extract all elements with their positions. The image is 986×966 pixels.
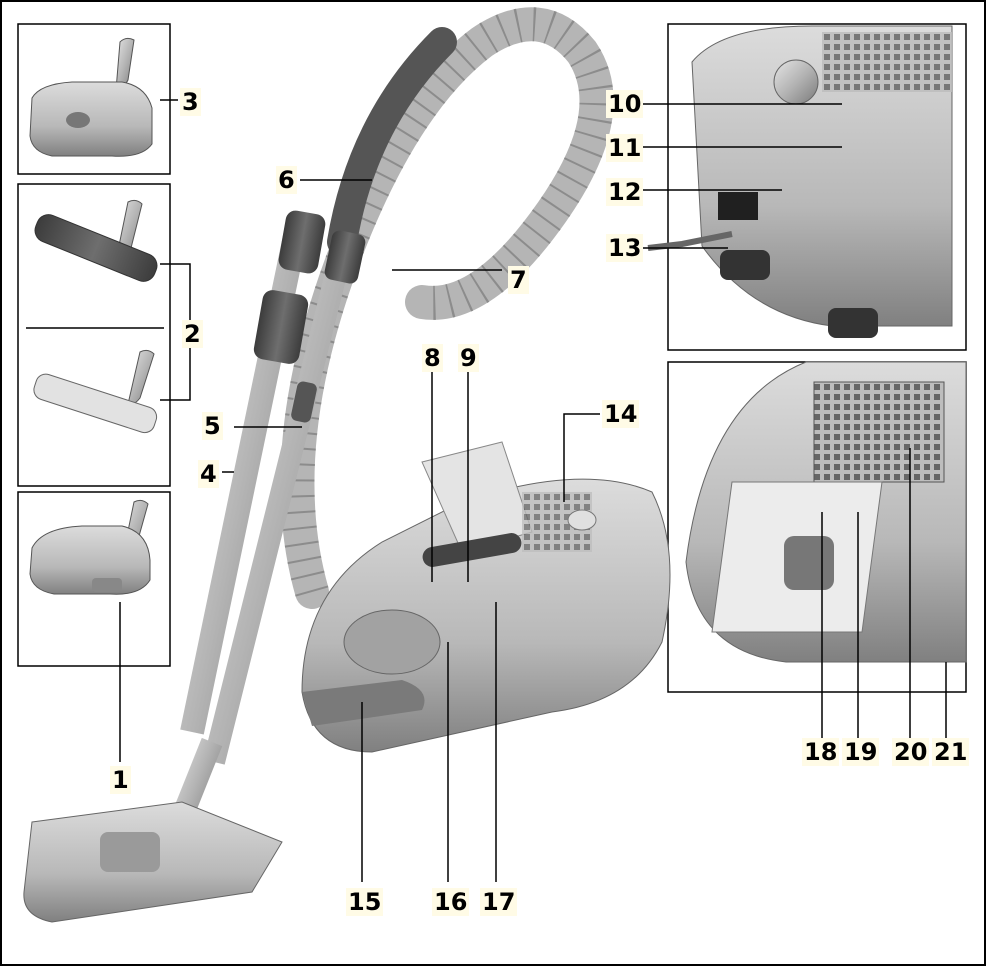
main-vacuum-illustration [23,7,671,923]
inset-box-controls-detail [647,23,967,351]
callout-7: 7 [508,266,529,294]
inset-box-floor-nozzles [17,183,171,487]
callout-3: 3 [180,88,201,116]
callout-13: 13 [606,234,644,262]
callout-10: 10 [606,90,644,118]
callout-6: 6 [276,166,297,194]
callout-15: 15 [346,888,384,916]
callout-17: 17 [480,888,518,916]
callout-4: 4 [198,460,219,488]
inset-box-combination-nozzle [17,491,171,667]
callout-8: 8 [422,344,443,372]
callout-2: 2 [182,320,203,348]
callout-11: 11 [606,134,644,162]
callout-1: 1 [110,766,131,794]
callout-19: 19 [842,738,880,766]
leader-lines [119,99,947,882]
callout-18: 18 [802,738,840,766]
callout-16: 16 [432,888,470,916]
callout-5: 5 [202,412,223,440]
callout-20: 20 [892,738,930,766]
callout-9: 9 [458,344,479,372]
callout-12: 12 [606,178,644,206]
inset-box-turbo-brush [17,23,171,175]
callout-21: 21 [932,738,970,766]
callout-14: 14 [602,400,640,428]
inset-box-bag-compartment [667,361,967,693]
